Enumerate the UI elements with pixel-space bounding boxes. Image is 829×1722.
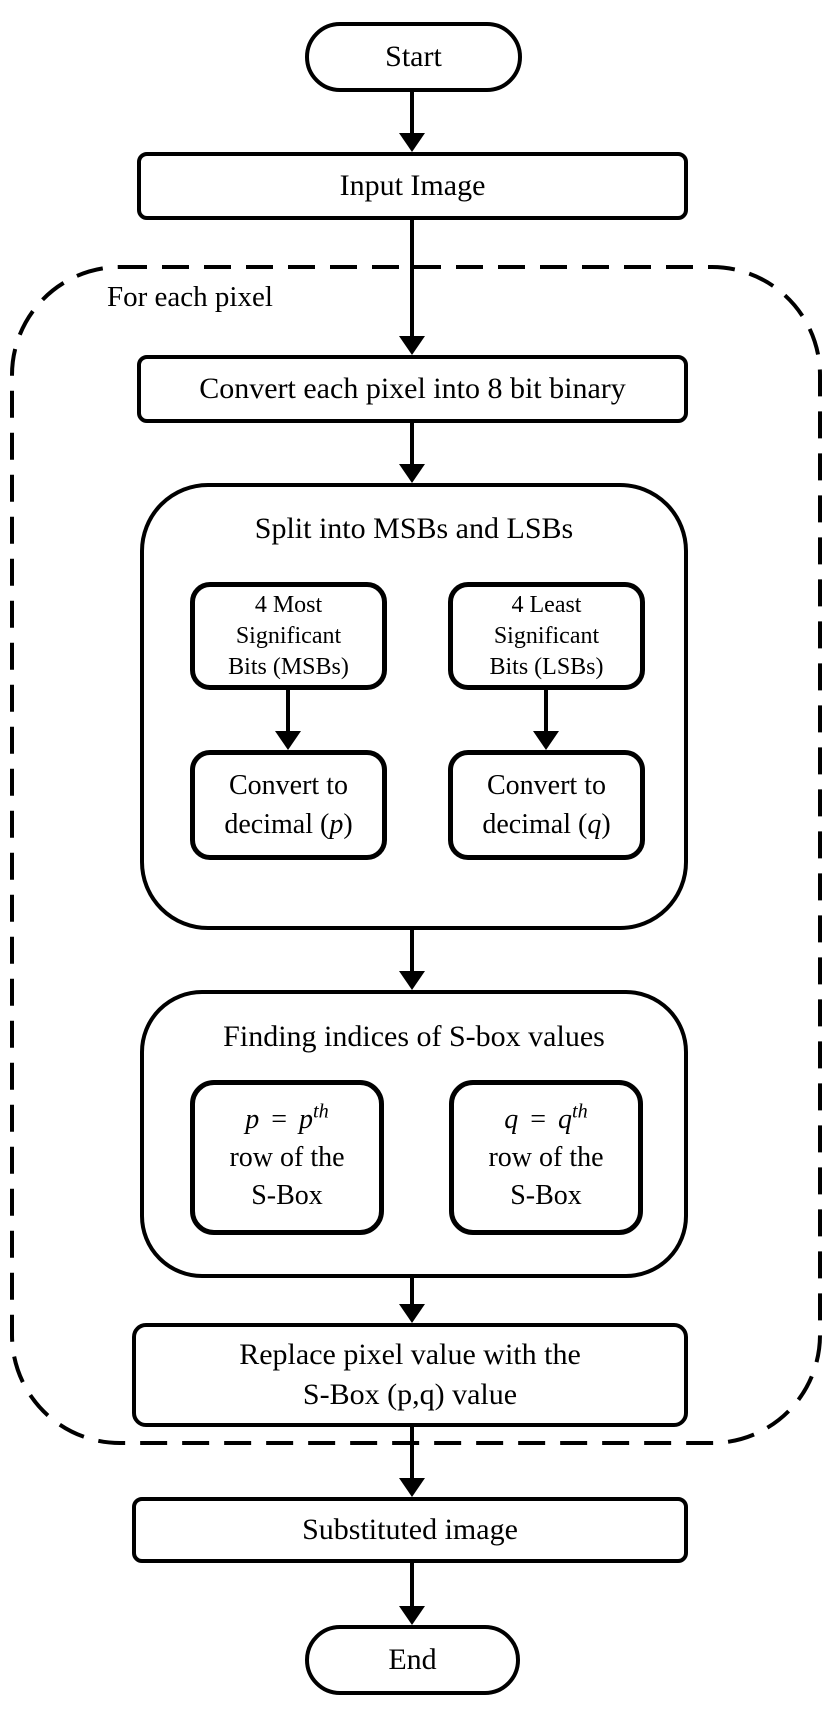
node-lsb: 4 Least Significant Bits (LSBs) xyxy=(448,582,645,690)
node-input-image-label: Input Image xyxy=(339,169,486,202)
node-end-label: End xyxy=(388,1643,437,1676)
arrow-head xyxy=(533,731,559,750)
arrow-head xyxy=(399,1478,425,1497)
q-index-base: q xyxy=(558,1103,573,1135)
decimal-p-var: p xyxy=(329,809,344,840)
arrow-split-to-finding xyxy=(399,930,425,990)
decimal-p-suffix: ) xyxy=(343,809,353,840)
node-replace: Replace pixel value with the S-Box (p,q)… xyxy=(132,1323,688,1427)
node-decimal-q-line1: Convert to xyxy=(487,770,606,801)
node-replace-line1: Replace pixel value with the xyxy=(239,1338,581,1371)
node-decimal-p: Convert to decimal (p) xyxy=(190,750,387,860)
node-msb: 4 Most Significant Bits (MSBs) xyxy=(190,582,387,690)
arrow-substituted-to-end xyxy=(399,1563,425,1625)
q-index-eq: = xyxy=(530,1103,547,1135)
node-p-index-formula: p=pth xyxy=(245,1101,328,1139)
arrow-shaft xyxy=(410,423,414,464)
p-index-eq: = xyxy=(271,1103,288,1135)
q-index-lhs: q xyxy=(504,1103,519,1135)
arrow-head xyxy=(399,336,425,355)
arrow-shaft xyxy=(410,220,414,336)
arrow-shaft xyxy=(286,690,290,731)
arrow-convert-to-split xyxy=(399,423,425,483)
arrow-head xyxy=(399,133,425,152)
node-decimal-q: Convert to decimal (q) xyxy=(448,750,645,860)
arrow-replace-to-substituted xyxy=(399,1427,425,1497)
p-index-lhs: p xyxy=(245,1103,260,1135)
decimal-p-prefix: decimal ( xyxy=(224,809,330,840)
decimal-q-suffix: ) xyxy=(601,809,611,840)
arrow-shaft xyxy=(410,1278,414,1304)
group-split-title: Split into MSBs and LSBs xyxy=(254,512,574,545)
node-lsb-line: Bits (LSBs) xyxy=(489,653,604,680)
node-start: Start xyxy=(305,22,522,92)
node-p-index: p=pth row of the S-Box xyxy=(190,1080,384,1235)
node-replace-line2: S-Box (p,q) value xyxy=(302,1378,518,1411)
node-end: End xyxy=(305,1625,520,1695)
arrow-shaft xyxy=(410,1427,414,1478)
node-q-index-line3: S-Box xyxy=(510,1179,582,1211)
node-start-label: Start xyxy=(385,40,442,73)
node-q-index-line2: row of the xyxy=(488,1141,604,1173)
node-lsb-line: 4 Least xyxy=(511,591,582,618)
decimal-q-var: q xyxy=(587,809,602,840)
arrow-lsb-to-decimal-q xyxy=(533,690,559,750)
arrow-shaft xyxy=(410,1563,414,1606)
arrow-head xyxy=(399,464,425,483)
arrow-head xyxy=(399,971,425,990)
node-q-index: q=qth row of the S-Box xyxy=(449,1080,643,1235)
arrow-head xyxy=(275,731,301,750)
q-index-sup: th xyxy=(572,1100,588,1123)
arrow-finding-to-replace xyxy=(399,1278,425,1323)
p-index-sup: th xyxy=(313,1100,329,1123)
loop-boundary xyxy=(10,265,822,1445)
node-msb-line: 4 Most xyxy=(254,591,323,618)
node-input-image: Input Image xyxy=(137,152,688,220)
group-split-msb-lsb xyxy=(140,483,688,930)
node-p-index-line2: row of the xyxy=(229,1141,345,1173)
arrow-msb-to-decimal-p xyxy=(275,690,301,750)
node-msb-line: Bits (MSBs) xyxy=(228,653,349,680)
arrow-head xyxy=(399,1606,425,1625)
arrow-shaft xyxy=(544,690,548,731)
arrow-head xyxy=(399,1304,425,1323)
node-convert-binary: Convert each pixel into 8 bit binary xyxy=(137,355,688,423)
node-p-index-line3: S-Box xyxy=(251,1179,323,1211)
arrow-start-to-input xyxy=(399,92,425,152)
node-decimal-q-line2: decimal (q) xyxy=(482,805,610,844)
arrow-input-to-convert xyxy=(399,220,425,355)
node-convert-binary-label: Convert each pixel into 8 bit binary xyxy=(199,372,626,405)
loop-label: For each pixel xyxy=(107,281,273,313)
p-index-base: p xyxy=(299,1103,314,1135)
node-msb-line: Significant xyxy=(235,622,342,649)
node-substituted-image-label: Substituted image xyxy=(302,1513,518,1546)
node-substituted-image: Substituted image xyxy=(132,1497,688,1563)
node-q-index-formula: q=qth xyxy=(504,1101,587,1139)
node-decimal-p-line1: Convert to xyxy=(229,770,348,801)
decimal-q-prefix: decimal ( xyxy=(482,809,588,840)
arrow-shaft xyxy=(410,92,414,133)
group-finding-indices xyxy=(140,990,688,1278)
arrow-shaft xyxy=(410,930,414,971)
group-finding-title: Finding indices of S-box values xyxy=(223,1020,605,1053)
node-lsb-line: Significant xyxy=(493,622,600,649)
node-decimal-p-line2: decimal (p) xyxy=(224,805,352,844)
